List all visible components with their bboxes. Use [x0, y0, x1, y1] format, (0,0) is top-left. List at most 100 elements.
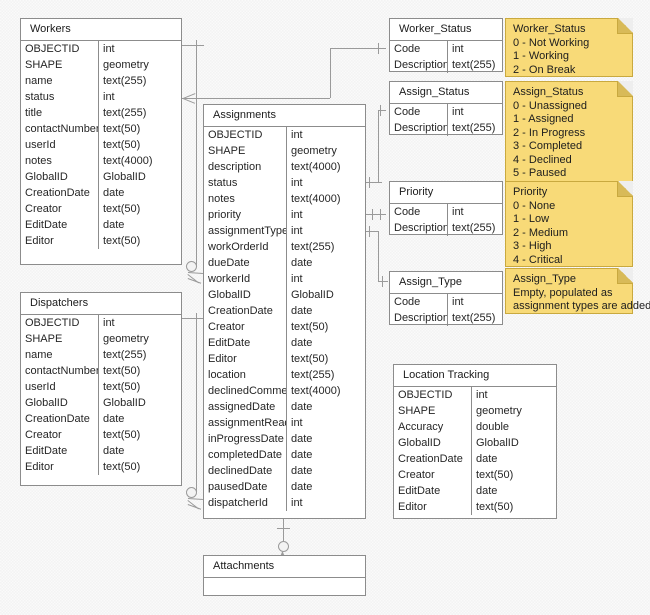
note-line: 3 - Completed	[513, 140, 583, 152]
field-type: date	[291, 401, 313, 413]
field-row: Creator text(50)	[394, 467, 556, 483]
entity-attachments[interactable]: Attachments	[203, 555, 366, 596]
field-name: CreationDate	[394, 451, 472, 467]
field-name: declinedComment	[204, 383, 287, 399]
field-name: Code	[390, 104, 448, 120]
field-name: priority	[204, 207, 287, 223]
field-name: notes	[21, 153, 99, 169]
connector-assign-status-v	[378, 110, 379, 182]
crowfoot-one-tick-priority	[380, 209, 381, 220]
entity-title-worker-status: Worker_Status	[390, 19, 502, 41]
field-name: EditDate	[204, 335, 287, 351]
field-name: Description	[390, 120, 448, 136]
field-name: dispatcherId	[204, 495, 287, 511]
field-name: assignmentRead	[204, 415, 287, 431]
field-type: text(255)	[452, 222, 496, 234]
note-fold-icon	[617, 268, 633, 284]
crowfoot-tick-assignments-status	[369, 177, 370, 188]
field-type: text(50)	[103, 461, 141, 473]
note-line: 1 - Working	[513, 50, 570, 62]
field-name: dueDate	[204, 255, 287, 271]
crowfoot-zero-circle-dispatcherid	[186, 487, 197, 498]
field-name: workOrderId	[204, 239, 287, 255]
note-line: 1 - Assigned	[513, 113, 574, 125]
crowfoot-one-tick-assign-status	[380, 105, 381, 116]
connector-priority-h	[366, 214, 386, 215]
note-title: Priority	[513, 186, 548, 198]
field-name: Creator	[394, 467, 472, 483]
field-name: status	[204, 175, 287, 191]
field-type: int	[452, 296, 464, 308]
entity-title-assign-type: Assign_Type	[390, 272, 502, 294]
field-name: OBJECTID	[21, 315, 99, 331]
field-type: text(255)	[452, 122, 496, 134]
field-name: contactNumber	[21, 363, 99, 379]
field-name: assignedDate	[204, 399, 287, 415]
field-type: text(255)	[103, 107, 147, 119]
crowfoot-one-tick-workers	[196, 40, 197, 51]
field-type: text(4000)	[291, 385, 341, 397]
crowfoot-zero-circle-workerid	[186, 261, 197, 272]
field-name: Accuracy	[394, 419, 472, 435]
connector-attachments-v	[283, 519, 284, 541]
entity-title-dispatchers: Dispatchers	[21, 293, 181, 315]
connector-workers-status-h2	[198, 98, 330, 99]
field-name: Description	[390, 220, 448, 236]
field-name: inProgressDate	[204, 431, 287, 447]
field-type: text(4000)	[291, 161, 341, 173]
note-line: 4 - Declined	[513, 153, 572, 166]
field-type: int	[291, 273, 303, 285]
field-type: int	[452, 106, 464, 118]
entity-title-workers: Workers	[21, 19, 181, 41]
field-type: int	[291, 209, 303, 221]
field-type: date	[103, 187, 125, 199]
field-name: EditDate	[394, 483, 472, 499]
field-type: int	[291, 225, 303, 237]
crowfoot-zero-circle-attachments	[278, 541, 289, 552]
field-type: GlobalID	[103, 397, 146, 409]
field-name: contactNumber	[21, 121, 99, 137]
field-row: priority int	[204, 207, 365, 223]
field-type: text(50)	[476, 469, 514, 481]
field-type: int	[103, 91, 115, 103]
field-name: GlobalID	[204, 287, 287, 303]
field-name: OBJECTID	[204, 127, 287, 143]
